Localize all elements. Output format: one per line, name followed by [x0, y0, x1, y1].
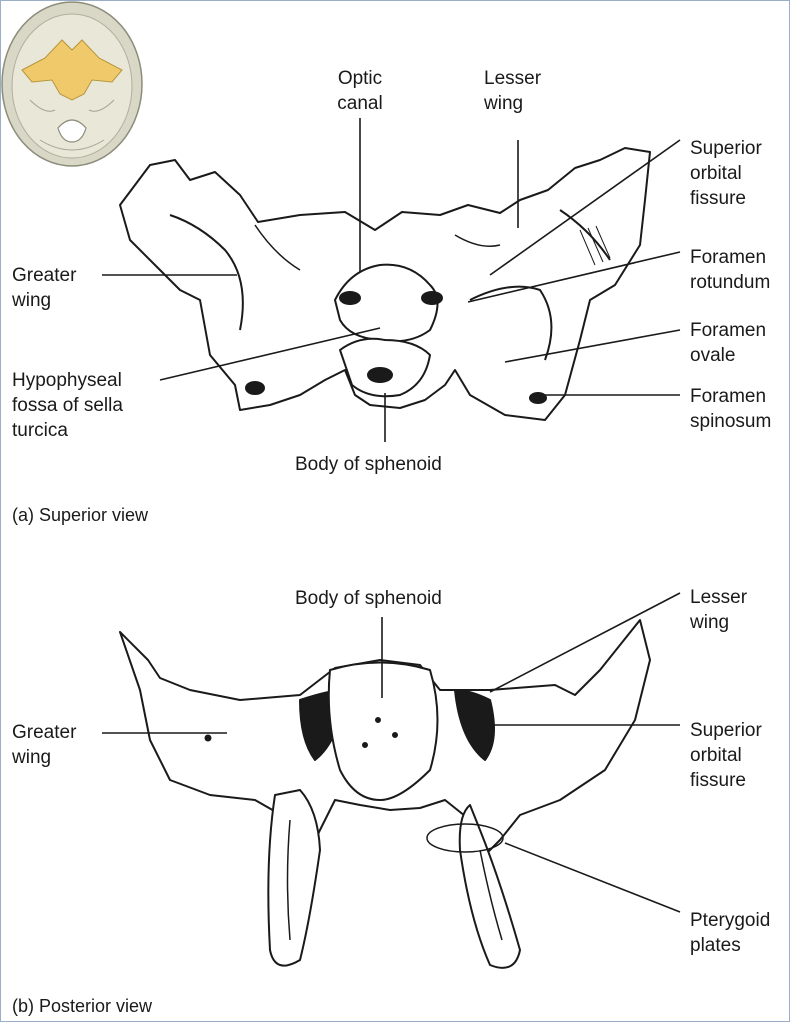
- label-greater-wing-posterior: Greater wing: [12, 722, 77, 768]
- sphenoid-highlight: [21, 39, 123, 101]
- label-hypophyseal-fossa: Hypophyseal fossa of sella turcica: [12, 370, 123, 441]
- label-pterygoid-plates: Pterygoid plates: [690, 910, 771, 956]
- skull-inset: [1, 1, 143, 167]
- leader-lines-superior: [102, 118, 681, 442]
- sphenoid-superior-drawing: [119, 147, 651, 421]
- label-superior-orbital-fissure-superior: Superior orbital fissure: [690, 138, 762, 209]
- label-lesser-wing-posterior: Lesser wing: [690, 587, 748, 633]
- label-foramen-ovale: Foramen ovale: [690, 320, 767, 366]
- label-body-of-sphenoid-posterior: Body of sphenoid: [295, 588, 442, 609]
- label-foramen-rotundum: Foramen rotundum: [690, 247, 771, 293]
- leader-lines-posterior: [102, 592, 681, 913]
- caption-superior-view: (a) Superior view: [12, 505, 149, 525]
- caption-posterior-view: (b) Posterior view: [12, 996, 153, 1016]
- label-optic-canal: Optic canal: [337, 68, 383, 114]
- sphenoid-posterior-drawing: [119, 619, 651, 969]
- label-greater-wing-superior: Greater wing: [12, 265, 77, 311]
- label-body-of-sphenoid-superior: Body of sphenoid: [295, 454, 442, 475]
- label-foramen-spinosum: Foramen spinosum: [690, 386, 772, 432]
- label-superior-orbital-fissure-posterior: Superior orbital fissure: [690, 720, 762, 791]
- label-lesser-wing-superior: Lesser wing: [484, 68, 542, 114]
